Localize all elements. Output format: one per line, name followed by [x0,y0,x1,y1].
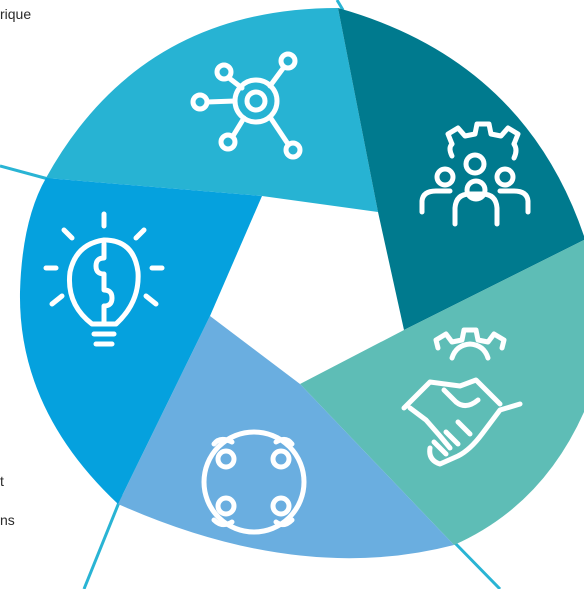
text-fragment-left-1: t [0,473,4,489]
collaboration-circle-icon [201,429,307,535]
segment-team [338,8,584,330]
connector-line-top [335,0,345,11]
handshake-gear-icon [401,327,523,467]
puzzle-lightbulb-icon [43,211,165,347]
text-fragment-left-2: ns [0,512,15,528]
network-hub-icon [190,51,303,160]
segment-handshake [300,240,584,545]
team-gear-icon [419,121,531,227]
connector-line-bottom-right [450,538,502,591]
connector-line-bottom-left [82,494,124,590]
connector-line-left [0,164,53,182]
segment-idea [19,178,262,504]
segment-network [46,8,378,212]
text-fragment-top-left: rique [0,6,32,22]
